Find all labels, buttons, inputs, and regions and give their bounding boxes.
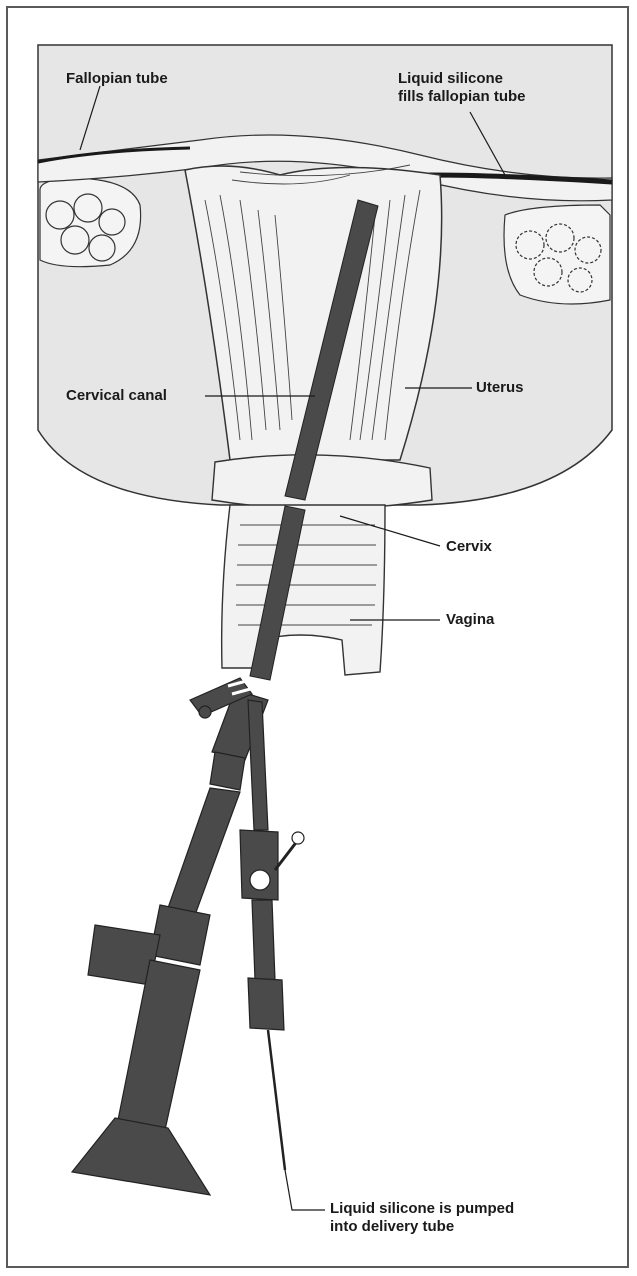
cervix-shape — [212, 455, 432, 509]
label-silicone-fills-line2: fills fallopian tube — [398, 88, 526, 106]
label-pumped-line2: into delivery tube — [330, 1218, 454, 1236]
label-fallopian-tube: Fallopian tube — [66, 70, 168, 88]
label-vagina: Vagina — [446, 611, 494, 629]
vagina-shape — [222, 505, 385, 675]
delivery-tube — [240, 700, 304, 1170]
label-silicone-fills-line1: Liquid silicone — [398, 70, 503, 88]
right-ovary — [504, 205, 610, 304]
hysteroscope — [72, 678, 268, 1195]
label-uterus: Uterus — [476, 379, 524, 397]
label-cervical-canal: Cervical canal — [66, 387, 167, 405]
label-pumped-line1: Liquid silicone is pumped — [330, 1200, 514, 1218]
label-cervix: Cervix — [446, 538, 492, 556]
left-ovary — [40, 178, 141, 267]
